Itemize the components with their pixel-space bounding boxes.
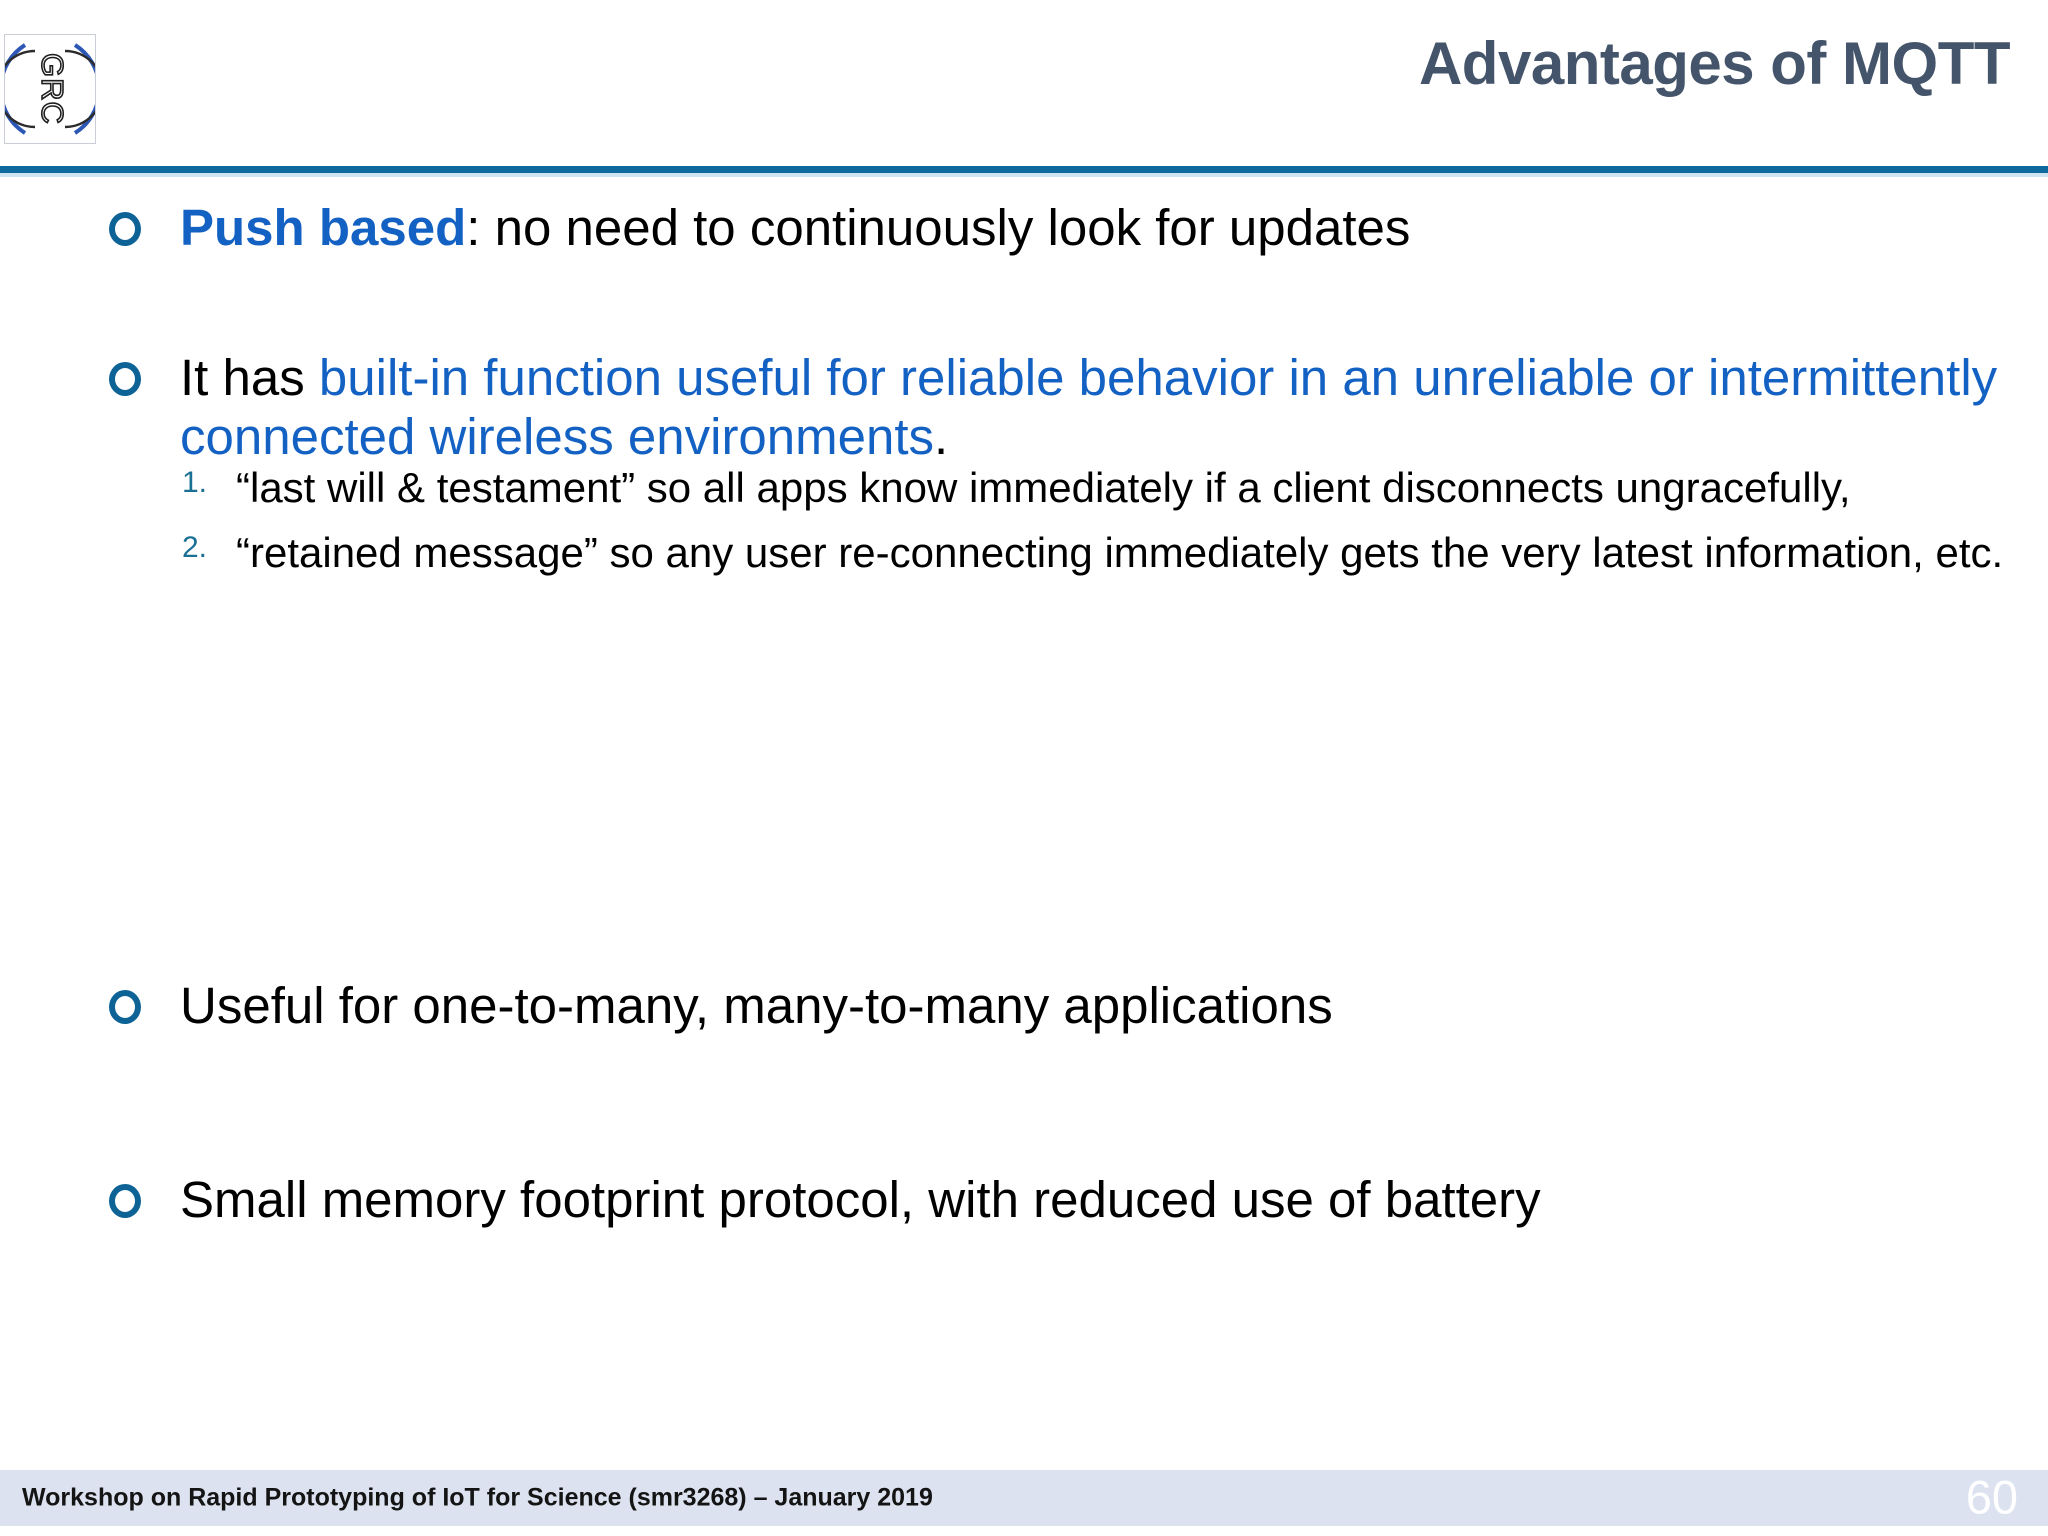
list-item: 1. “last will & testament” so all apps k… [176, 462, 2016, 513]
bullet-emphasis-built-in-function: built-in function useful for reliable be… [180, 349, 1998, 466]
bullet-emphasis-push-based: Push based [180, 199, 467, 256]
slide-footer: Workshop on Rapid Prototyping of IoT for… [0, 1470, 2048, 1526]
bullet-text-one-to-many: Useful for one-to-many, many-to-many app… [180, 977, 1333, 1034]
circle-bullet-icon [108, 976, 152, 1034]
bullet-period: . [934, 408, 949, 466]
bullet-lead-it-has: It has [180, 349, 319, 406]
page-title: Advantages of MQTT [1418, 30, 2011, 97]
grc-logo: GRC [4, 34, 96, 144]
bullet-small-memory-footprint: Small memory footprint protocol, with re… [108, 1170, 2008, 1229]
slide-page-number: 60 [1965, 1470, 2018, 1524]
bullet-one-to-many: Useful for one-to-many, many-to-many app… [108, 976, 2008, 1035]
circle-bullet-icon [108, 1170, 152, 1228]
footer-workshop-label: Workshop on Rapid Prototyping of IoT for… [22, 1483, 933, 1512]
bullet-push-based: Push based: no need to continuously look… [108, 198, 2008, 257]
grc-logo-icon: GRC [5, 43, 95, 135]
list-item-number: 1. [182, 466, 208, 499]
list-item: 2. “retained message” so any user re-con… [176, 527, 2016, 578]
bullet-text-push-based: Push based: no need to continuously look… [180, 198, 2008, 257]
bullet-text-small-memory-footprint: Small memory footprint protocol, with re… [180, 1171, 1541, 1228]
bullet-text-built-in-function: It has built-in function useful for reli… [180, 348, 2008, 466]
list-item-text: “retained message” so any user re-connec… [236, 529, 2004, 577]
grc-logo-lettering: GRC [35, 53, 70, 125]
list-item-number: 2. [182, 531, 208, 565]
circle-bullet-icon [108, 348, 152, 406]
slide-content: Push based: no need to continuously look… [0, 180, 2048, 1470]
slide-header: GRC Advantages of MQTT [0, 0, 2048, 180]
bullet-rest-push-based: : no need to continuously look for updat… [466, 199, 1411, 256]
title-divider [0, 166, 2048, 173]
list-item-text: “last will & testament” so all apps know… [236, 464, 1851, 511]
title-divider-shadow [0, 173, 2048, 177]
circle-bullet-icon [108, 198, 152, 256]
bullet-built-in-function: It has built-in function useful for reli… [108, 348, 2008, 466]
numbered-sub-list: 1. “last will & testament” so all apps k… [176, 462, 2016, 592]
